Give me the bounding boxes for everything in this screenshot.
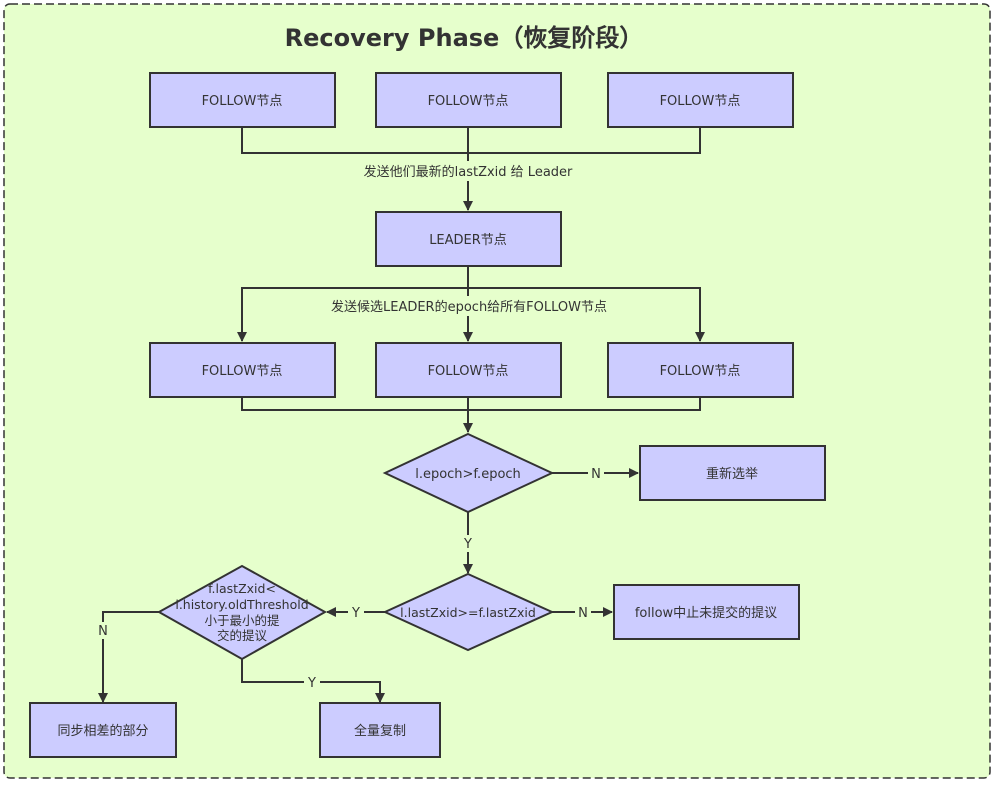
edge-follow3-merge — [468, 127, 701, 154]
decision-label-line-1: f.lastZxid< — [208, 581, 276, 596]
edge-labels: 发送他们最新的lastZxid 给 Leader 发送候选LEADER的epoc… — [95, 161, 607, 691]
edge-label-history-yes: Y — [307, 676, 316, 691]
node-label: 重新选举 — [706, 466, 758, 482]
node-leader[interactable]: LEADER节点 — [375, 211, 562, 267]
edge-label-send-zxid: 发送他们最新的lastZxid 给 Leader — [364, 164, 573, 180]
decision-label: l.epoch>f.epoch — [415, 467, 521, 482]
decision-label-line-3: 小于最小的提 — [204, 613, 280, 628]
node-label: 同步相差的部分 — [57, 723, 148, 739]
node-follow-4[interactable]: FOLLOW节点 — [149, 342, 336, 398]
decision-history[interactable]: f.lastZxid< l.history.oldThreshold 小于最小的… — [156, 564, 328, 661]
node-follow-5[interactable]: FOLLOW节点 — [375, 342, 562, 398]
decision-label-line-2: l.history.oldThreshold — [175, 597, 308, 612]
node-label: follow中止未提交的提议 — [635, 605, 777, 621]
node-label: FOLLOW节点 — [428, 364, 509, 379]
node-label: 全量复制 — [354, 723, 406, 739]
node-label: FOLLOW节点 — [202, 94, 283, 109]
node-full-copy[interactable]: 全量复制 — [319, 702, 441, 758]
edge-label-send-epoch: 发送候选LEADER的epoch给所有FOLLOW节点 — [331, 299, 607, 315]
edge-follow1-merge — [241, 127, 468, 154]
node-label: FOLLOW节点 — [660, 364, 741, 379]
node-label: FOLLOW节点 — [660, 94, 741, 109]
edge-leader-to-follow6 — [468, 287, 705, 342]
edge-label-epoch-no: N — [591, 467, 601, 482]
nodes: FOLLOW节点 FOLLOW节点 FOLLOW节点 LEADER节点 FOLL… — [29, 72, 826, 758]
node-follow-3[interactable]: FOLLOW节点 — [607, 72, 794, 128]
edge-label-zxid-yes: Y — [351, 606, 360, 621]
node-sync-diff[interactable]: 同步相差的部分 — [29, 702, 177, 758]
node-follow-1[interactable]: FOLLOW节点 — [149, 72, 336, 128]
node-label: LEADER节点 — [429, 233, 507, 248]
edge-label-epoch-yes: Y — [463, 537, 472, 552]
decision-epoch[interactable]: l.epoch>f.epoch — [382, 432, 555, 514]
node-reelect[interactable]: 重新选举 — [639, 445, 826, 501]
node-label: FOLLOW节点 — [202, 364, 283, 379]
edge-follow6-merge — [468, 397, 701, 411]
node-follow-abort[interactable]: follow中止未提交的提议 — [613, 584, 800, 640]
decision-label: l.lastZxid>=f.lastZxid — [400, 605, 536, 620]
decision-zxid[interactable]: l.lastZxid>=f.lastZxid — [382, 572, 555, 652]
edge-label-zxid-no: N — [578, 606, 588, 621]
diagram-title: Recovery Phase（恢复阶段） — [285, 24, 644, 52]
node-follow-6[interactable]: FOLLOW节点 — [607, 342, 794, 398]
edge-history-no — [98, 611, 159, 703]
node-label: FOLLOW节点 — [428, 94, 509, 109]
edge-follow4-merge — [241, 397, 468, 411]
node-follow-2[interactable]: FOLLOW节点 — [375, 72, 562, 128]
edge-label-history-no: N — [98, 624, 108, 639]
decision-label-line-4: 交的提议 — [217, 628, 268, 643]
